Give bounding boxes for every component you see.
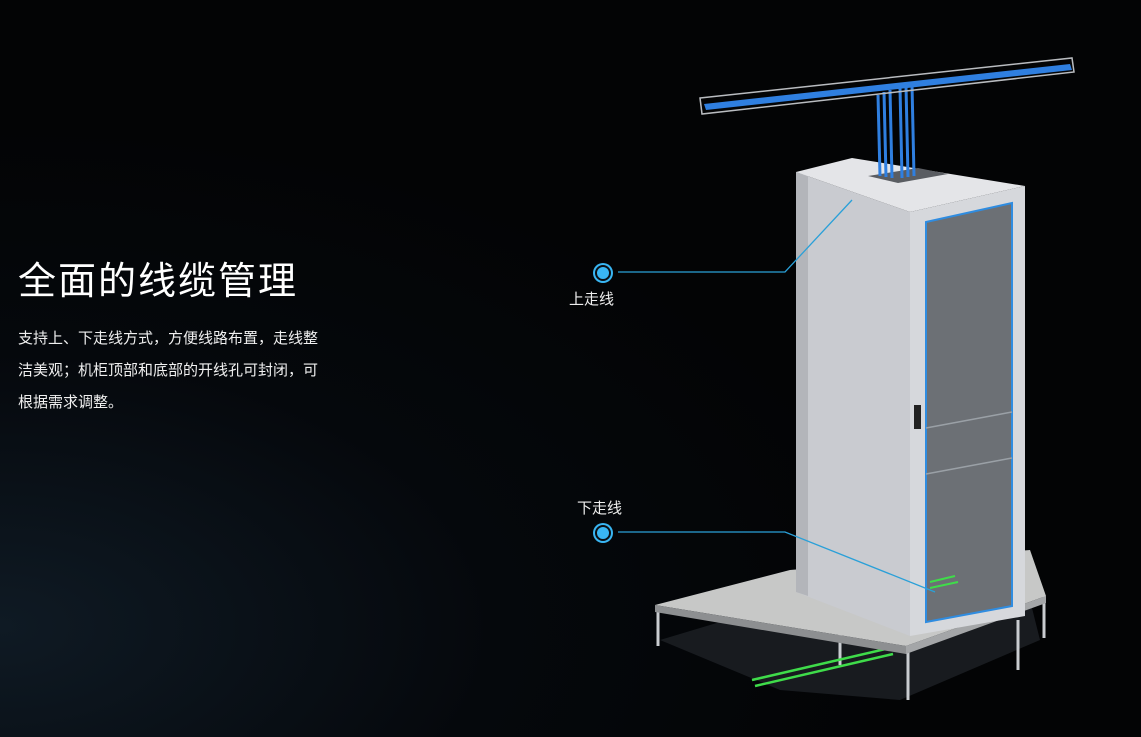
bottom-callout-line	[618, 531, 936, 593]
top-callout-line	[618, 199, 853, 273]
bottom-cabling-marker[interactable]	[595, 525, 611, 541]
top-cabling-marker[interactable]	[595, 265, 611, 281]
underfloor-green-cables	[751, 646, 894, 688]
cabinet-side-panel	[796, 172, 910, 636]
bottom-cabling-label: 下走线	[577, 499, 623, 517]
top-cabling-label: 上走线	[569, 290, 615, 308]
feature-description: 支持上、下走线方式，方便线路布置，走线整洁美观；机柜顶部和底部的开线孔可封闭，可…	[18, 329, 319, 411]
cabinet-top	[796, 158, 1025, 212]
cable-tray	[699, 57, 1075, 115]
door-handle	[914, 405, 921, 429]
top-entry-blue-cables	[876, 84, 916, 179]
glass-door	[925, 201, 1013, 624]
page-title: 全面的线缆管理	[18, 259, 299, 303]
